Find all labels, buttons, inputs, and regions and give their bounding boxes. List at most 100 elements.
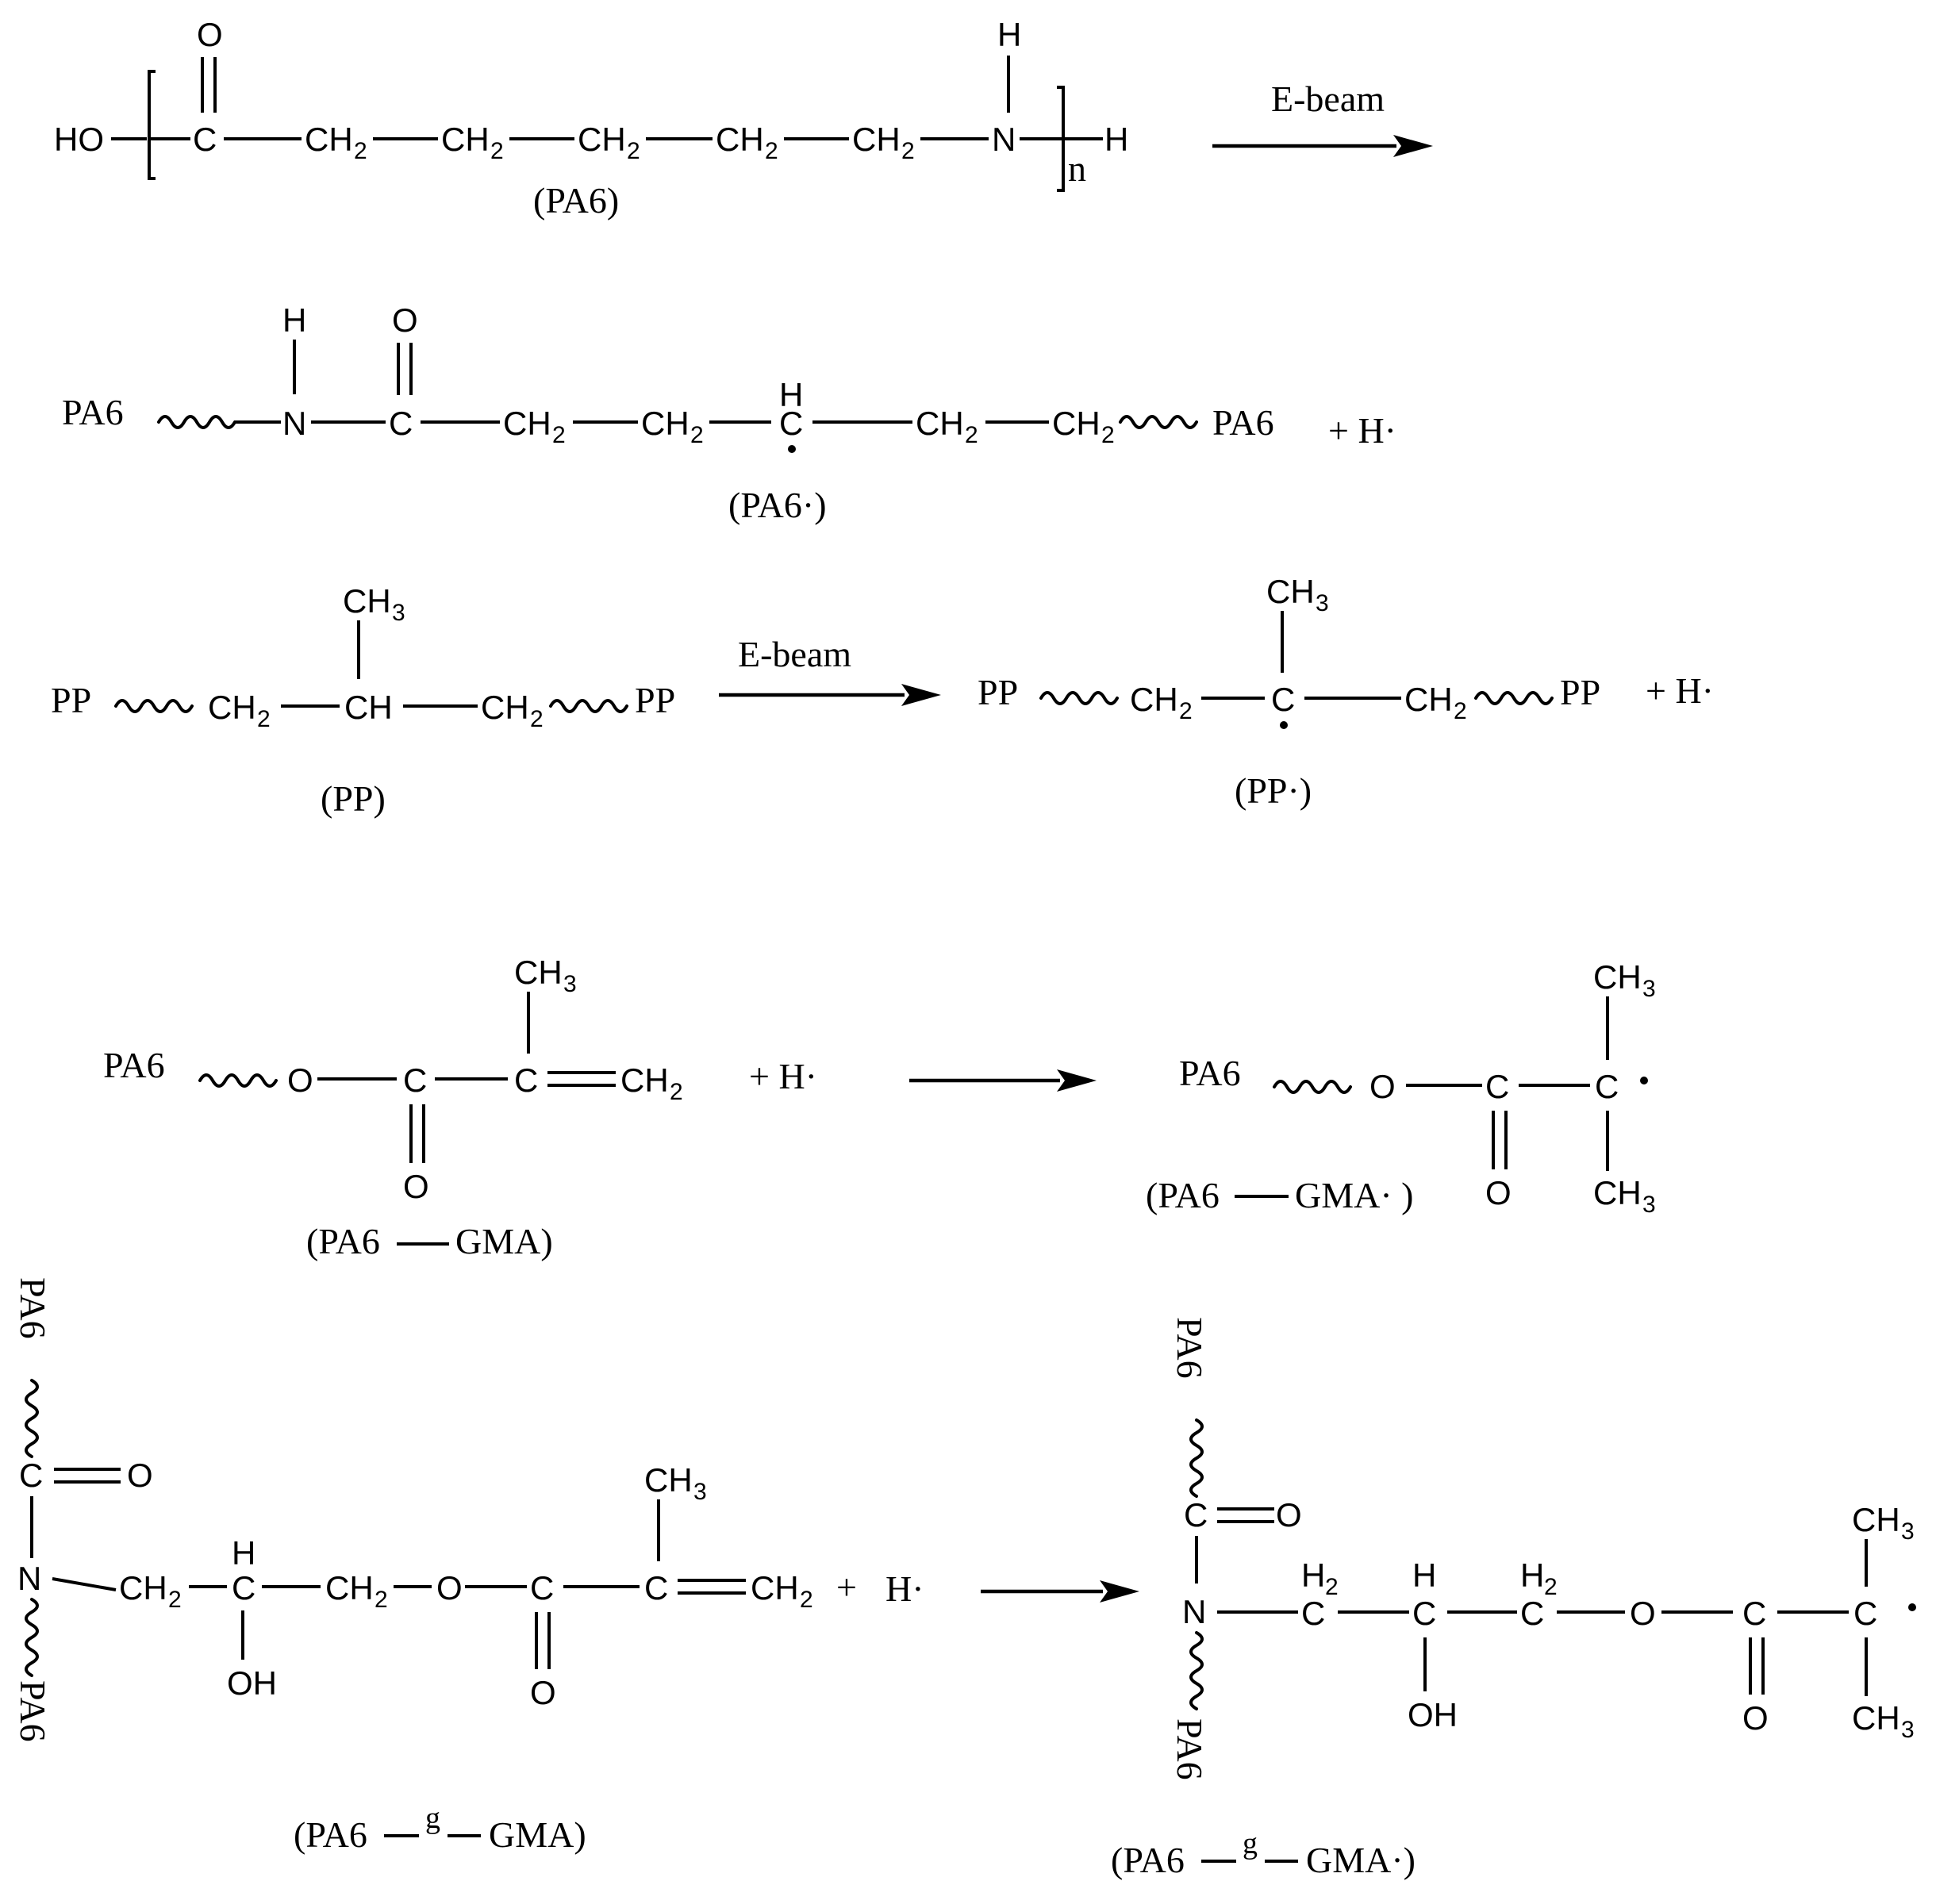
ho-terminal: HO xyxy=(54,121,104,158)
h-radical: + H· xyxy=(749,1056,817,1096)
pa6-g-gma-reactant: PA6 C O N PA6 CH 2 H C OH CH 2 O C O C C… xyxy=(13,1277,924,1855)
subscript: 2 xyxy=(257,706,271,732)
subscript: 2 xyxy=(965,422,978,448)
oxygen: O xyxy=(1630,1595,1656,1632)
nitrogen: N xyxy=(17,1560,41,1597)
caption-pa6-radical: (PA6·) xyxy=(728,485,827,525)
ester-carbon: C xyxy=(403,1061,427,1099)
radical-dot xyxy=(788,445,796,453)
subscript: 3 xyxy=(1642,976,1656,1002)
pp-group: PP xyxy=(51,680,91,720)
carbonyl-carbon: C xyxy=(193,121,217,158)
oxygen: O xyxy=(127,1457,153,1494)
repeat-count-n: n xyxy=(1068,148,1086,189)
plus-sign: + xyxy=(836,1567,857,1607)
radical-dot xyxy=(1908,1603,1916,1611)
ch2-label: CH xyxy=(578,121,626,158)
oxygen: O xyxy=(1742,1699,1769,1737)
pa6-chain-reactant: HO C O CH 2 CH 2 CH 2 CH 2 CH 2 N H n H … xyxy=(54,16,1128,221)
hydrogen: H xyxy=(1520,1557,1544,1594)
pa6-group: PA6 xyxy=(13,1680,53,1742)
carbon: C xyxy=(1520,1595,1544,1632)
h-radical: + H· xyxy=(1328,410,1396,451)
hydrogen: H xyxy=(1104,121,1128,158)
subscript: 3 xyxy=(1642,1192,1656,1218)
g-label: g xyxy=(425,1802,440,1835)
caption-pa6-gma: GMA) xyxy=(455,1221,553,1261)
pa6-gma-reactant: PA6 O C O C CH 3 CH 2 + H· (PA6 GMA) xyxy=(103,954,817,1261)
h-radical: + H· xyxy=(1646,670,1714,711)
subscript: 2 xyxy=(670,1079,683,1105)
ebeam-arrow-2: E-beam xyxy=(719,634,941,706)
ch2-label: CH xyxy=(1052,405,1101,442)
pp-radical-product: PP CH 2 C CH 3 CH 2 PP + H· (PP·) xyxy=(978,573,1714,811)
subscript: 2 xyxy=(765,138,778,164)
subscript: 2 xyxy=(490,138,504,164)
pa6-group: PA6 xyxy=(1212,402,1274,443)
hydroxyl: OH xyxy=(1408,1696,1458,1733)
pp-group: PP xyxy=(978,672,1018,712)
subscript: 3 xyxy=(1901,1717,1915,1743)
hydroxyl: OH xyxy=(227,1664,277,1702)
carbon: C xyxy=(1184,1496,1208,1534)
pp-group: PP xyxy=(1560,672,1600,712)
carbon: C xyxy=(514,1061,538,1099)
carbon: C xyxy=(1485,1068,1509,1105)
ch2-label: CH xyxy=(751,1569,799,1606)
oxygen: O xyxy=(287,1061,313,1099)
subscript: 2 xyxy=(1325,1574,1339,1600)
pa6-group: PA6 xyxy=(62,392,124,432)
ch3-label: CH xyxy=(644,1461,693,1499)
subscript: 2 xyxy=(1101,422,1115,448)
pp-reactant: PP CH 2 CH CH 3 CH 2 PP (PP) xyxy=(51,582,675,819)
ch3-label: CH xyxy=(343,582,391,620)
ch2-label: CH xyxy=(620,1061,669,1099)
hydrogen: H xyxy=(282,301,306,339)
ch2-label: CH xyxy=(1404,681,1453,718)
radical-carbon: C xyxy=(1271,681,1295,718)
subscript: 3 xyxy=(392,600,405,626)
carbon: C xyxy=(1301,1595,1325,1632)
radical-carbon: C xyxy=(1853,1595,1877,1632)
ch3-label: CH xyxy=(514,954,563,991)
ch2-label: CH xyxy=(441,121,490,158)
ch2-label: CH xyxy=(305,121,353,158)
subscript: 2 xyxy=(375,1587,388,1613)
subscript: 2 xyxy=(901,138,915,164)
subscript: 2 xyxy=(552,422,566,448)
hydrogen: H xyxy=(232,1534,255,1572)
subscript: 2 xyxy=(690,422,704,448)
caption-pa6-g-gma-radical: GMA·) xyxy=(1306,1840,1416,1880)
subscript: 2 xyxy=(1454,698,1467,724)
oxygen: O xyxy=(1369,1068,1396,1105)
ebeam-arrow-1: E-beam xyxy=(1212,79,1433,157)
pa6-radical-product: PA6 N H C O CH 2 CH 2 H C CH 2 CH 2 PA6 … xyxy=(62,301,1396,525)
ch3-label: CH xyxy=(1852,1699,1900,1737)
subscript: 2 xyxy=(1544,1574,1558,1600)
subscript: 2 xyxy=(530,706,544,732)
subscript: 2 xyxy=(354,138,367,164)
caption-open-pa6: (PA6 xyxy=(1111,1840,1185,1880)
caption-open-pa6: (PA6 xyxy=(306,1221,380,1261)
pa6-group: PA6 xyxy=(13,1277,53,1339)
subscript: 2 xyxy=(627,138,640,164)
subscript: 3 xyxy=(1901,1518,1915,1545)
ch2-label: CH xyxy=(716,121,764,158)
caption-open-pa6: (PA6 xyxy=(1146,1175,1220,1215)
hydrogen: H xyxy=(1412,1557,1436,1594)
oxygen: O xyxy=(436,1569,463,1606)
ch3-label: CH xyxy=(1593,1174,1642,1211)
caption-pa6-gma-radical: GMA· ) xyxy=(1295,1175,1413,1215)
caption-pp-radical: (PP·) xyxy=(1235,770,1312,811)
oxygen: O xyxy=(1485,1174,1512,1211)
ch3-label: CH xyxy=(1852,1501,1900,1538)
hydrogen: H xyxy=(1301,1557,1325,1594)
caption-pa6: (PA6) xyxy=(533,180,619,221)
ch2-label: CH xyxy=(852,121,901,158)
hydrogen: H xyxy=(779,376,803,413)
radical-carbon: C xyxy=(1595,1068,1619,1105)
carbon: C xyxy=(19,1457,43,1494)
caption-pa6-g-gma: GMA) xyxy=(489,1814,586,1855)
carbon: C xyxy=(389,405,413,442)
